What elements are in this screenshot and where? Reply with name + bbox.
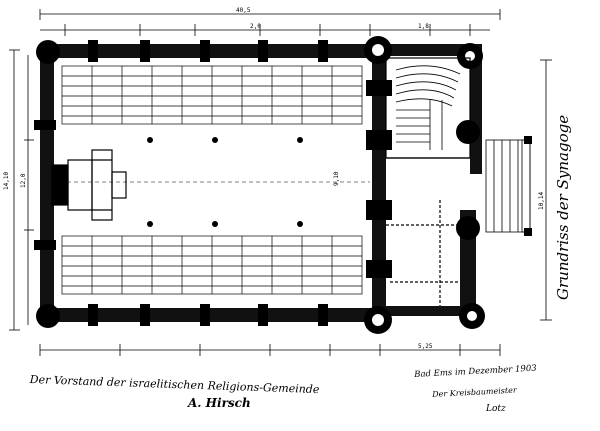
entrance-steps [485,139,531,233]
vertical-title: Grundriss der Synagoge [554,115,572,300]
left-dimension-lines [9,49,34,331]
bottom-dimension-line [39,344,501,356]
dim-small-c: 5,25 [418,343,433,350]
vestibule-walls [385,57,471,306]
dim-small-b: 1,8 [418,23,429,30]
inscription-architect-name: Lotz [486,404,506,414]
signature: A. Hirsch [188,396,251,410]
dim-inner-height: 12,0 [20,173,27,188]
ark-platform [51,149,127,221]
top-dimension-line [39,9,501,36]
dim-small-a: 2,0 [250,23,261,30]
pews-lower [61,235,363,295]
pews-upper [61,65,363,125]
step-posts [524,136,532,236]
dim-nave-depth: 9,10 [333,171,340,186]
corner-towers [36,36,485,334]
dim-overall-height: 14,10 [3,172,10,190]
staircase [395,65,461,150]
columns [147,137,303,227]
dim-overall-width: 40,5 [236,7,251,14]
dim-right-height: 10,14 [538,192,545,210]
right-dimension-line [540,59,552,321]
